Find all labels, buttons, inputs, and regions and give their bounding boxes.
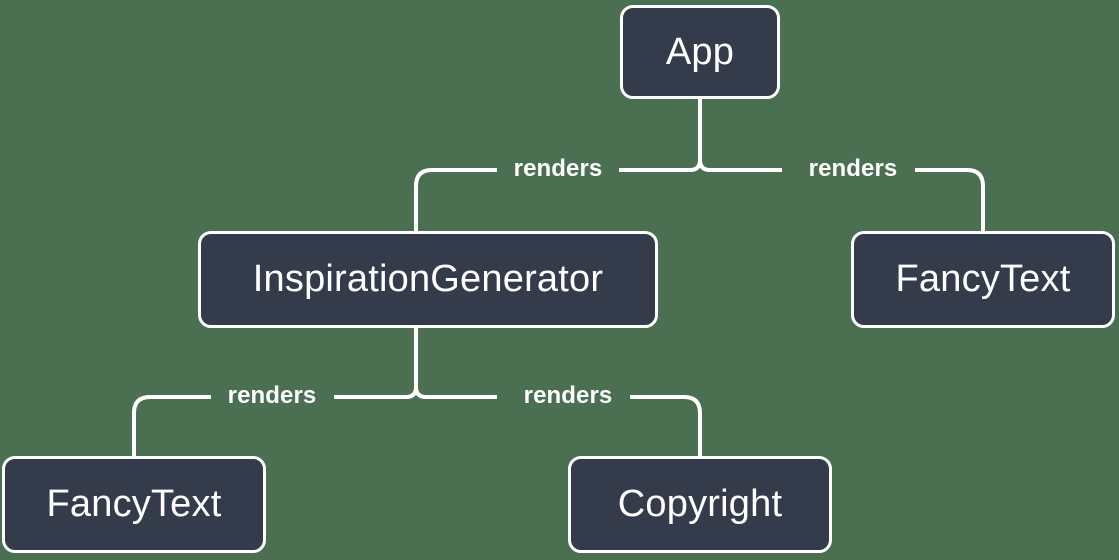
edge-label-app-to-fancytext-right: renders	[808, 155, 898, 182]
node-inspiration-generator[interactable]: InspirationGenerator	[198, 231, 658, 328]
edge-app-stem	[619, 99, 702, 172]
node-copyright[interactable]: Copyright	[568, 456, 832, 553]
edge-inspiration-generator-stem-right	[414, 386, 497, 399]
edge-inspiration-generator-stem	[334, 328, 418, 399]
edge-app-to-fancytext-right	[915, 168, 985, 231]
node-fancytext-right-label: FancyText	[895, 258, 1071, 300]
node-app[interactable]: App	[620, 5, 780, 99]
edge-label-inspiration-generator-to-fancytext: renders	[227, 382, 317, 409]
edge-label-app-to-inspiration-generator: renders	[513, 155, 603, 182]
edge-label-inspiration-generator-to-copyright: renders	[523, 382, 613, 409]
node-fancytext-bottom-label: FancyText	[46, 483, 222, 525]
edge-app-to-inspiration-generator	[414, 168, 497, 231]
node-app-label: App	[665, 30, 735, 73]
edge-app-stem-right	[698, 159, 782, 172]
node-copyright-label: Copyright	[617, 483, 783, 525]
edge-inspiration-generator-to-fancytext	[132, 395, 211, 456]
node-inspiration-generator-label: InspirationGenerator	[252, 258, 604, 300]
node-fancytext-bottom[interactable]: FancyText	[2, 456, 266, 553]
edge-inspiration-generator-to-copyright	[630, 395, 702, 456]
node-fancytext-right[interactable]: FancyText	[851, 231, 1115, 328]
